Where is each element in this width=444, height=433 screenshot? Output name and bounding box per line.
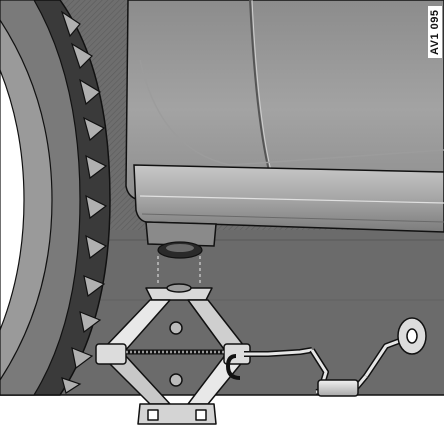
wheel-tyre bbox=[0, 0, 111, 396]
door-panel bbox=[125, 0, 444, 201]
crank-handle bbox=[226, 317, 427, 397]
floor bbox=[0, 395, 444, 433]
side-sill bbox=[133, 164, 444, 233]
jacking-point bbox=[145, 221, 217, 285]
reference-code: AV1 095 bbox=[428, 6, 442, 58]
scissor-jack bbox=[95, 283, 251, 425]
